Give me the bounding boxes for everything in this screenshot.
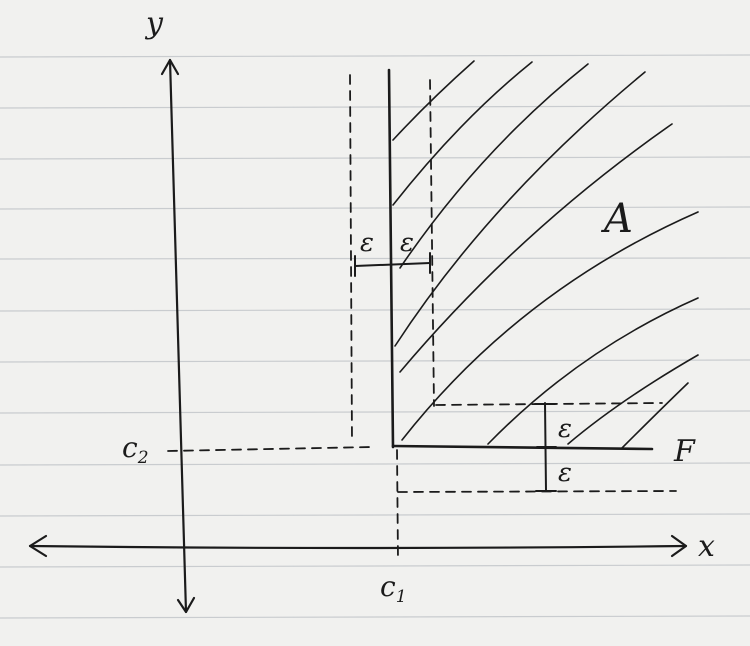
- x-axis-label: x: [698, 529, 715, 564]
- c2-subscript: 2: [137, 448, 149, 468]
- epsilon-label-right: ε: [400, 228, 414, 258]
- c1-letter: c: [380, 570, 396, 603]
- line-f-label: F: [673, 434, 696, 469]
- y-axis-label: y: [144, 6, 164, 41]
- horizontal-epsilon-markers: [354, 252, 431, 277]
- region-a-boundary: [387, 68, 654, 451]
- c2-label: c2: [122, 431, 149, 468]
- y-axis: [160, 58, 196, 614]
- c1-subscript: 1: [396, 587, 407, 607]
- epsilon-label-upper: ε: [558, 414, 572, 444]
- c2-letter: c: [122, 431, 138, 464]
- notebook-ruled-lines: [0, 54, 750, 619]
- region-a-label: A: [600, 196, 633, 242]
- x-axis: [28, 534, 688, 558]
- epsilon-label-left: ε: [360, 228, 374, 258]
- epsilon-label-lower: ε: [558, 458, 572, 488]
- c1-label: c1: [380, 570, 407, 607]
- epsilon-dashed-guides: [167, 74, 677, 561]
- vertical-epsilon-markers: [534, 402, 557, 492]
- region-a-hatching: [392, 60, 699, 449]
